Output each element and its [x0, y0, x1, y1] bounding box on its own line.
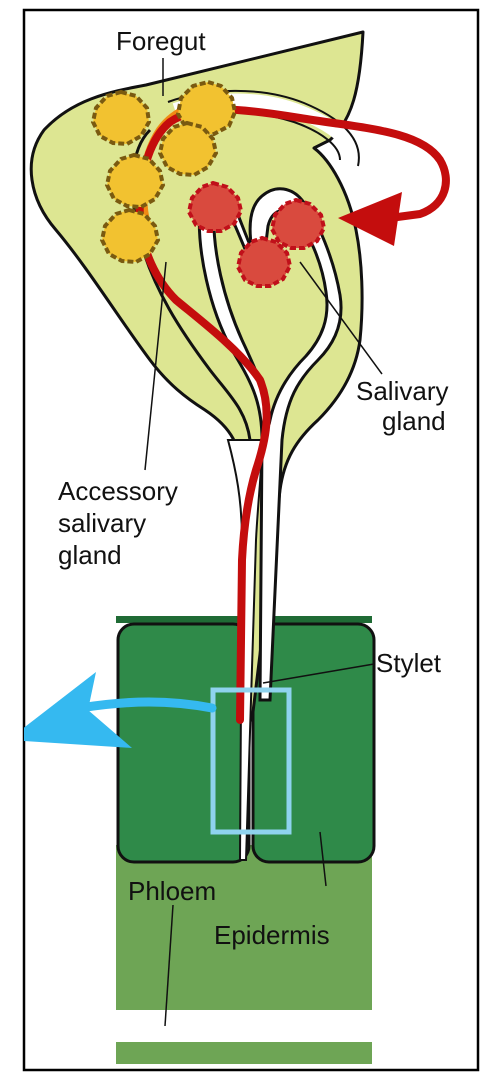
label-accessory-3: gland	[58, 540, 122, 570]
epidermis-cell-left	[118, 624, 249, 862]
label-salivary-2: gland	[382, 406, 446, 436]
label-phloem: Phloem	[128, 876, 216, 906]
label-accessory-1: Accessory	[58, 476, 178, 506]
accessory-gland-cell	[93, 92, 149, 144]
label-accessory-2: salivary	[58, 508, 146, 538]
label-stylet: Stylet	[376, 648, 442, 678]
accessory-gland-cell	[160, 123, 216, 175]
label-salivary-1: Salivary	[356, 376, 448, 406]
label-foregut: Foregut	[116, 26, 206, 56]
accessory-gland-cell	[107, 155, 163, 207]
accessory-gland-cell	[102, 210, 158, 262]
phloem-lower-band	[116, 1042, 372, 1064]
label-epidermis: Epidermis	[214, 920, 330, 950]
